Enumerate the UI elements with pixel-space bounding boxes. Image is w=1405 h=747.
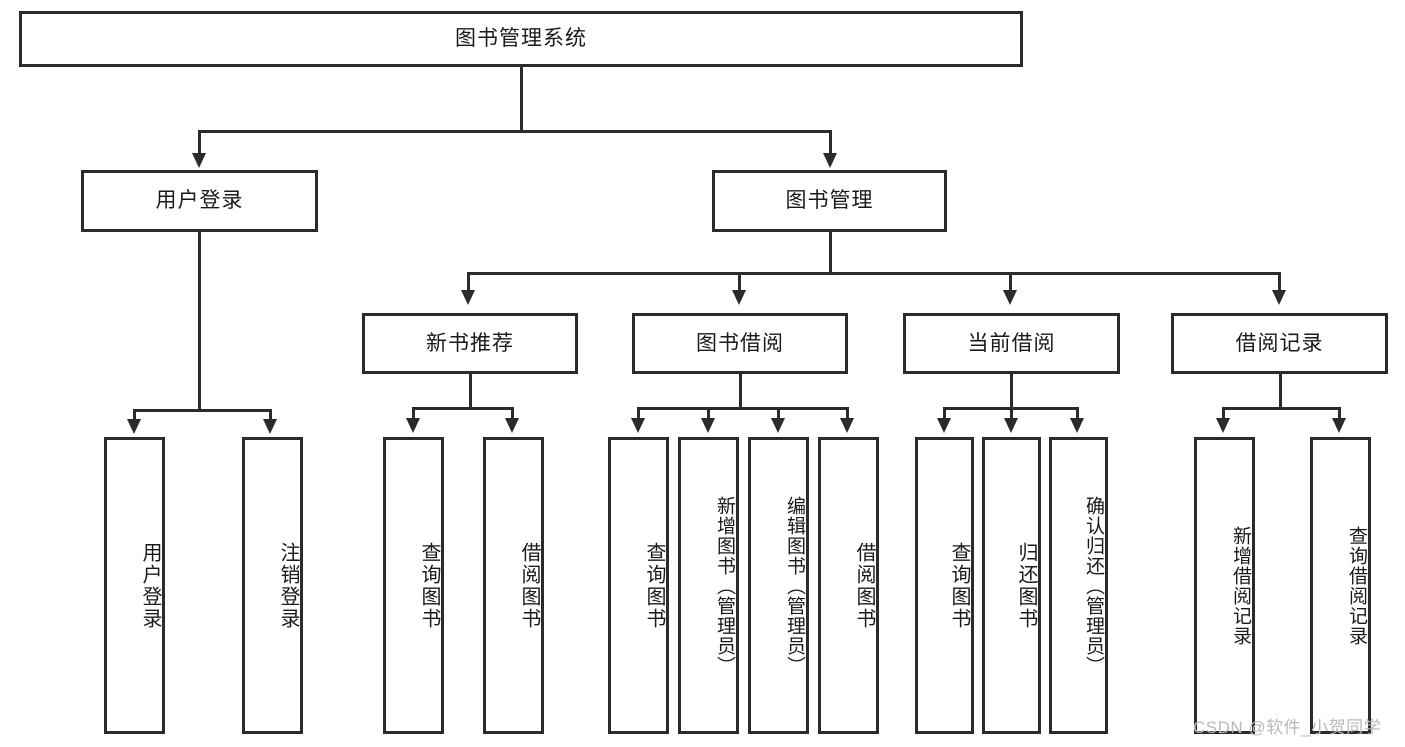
- arrow-borrow-l3: [771, 418, 785, 433]
- connector-new-book-l2: [511, 407, 514, 419]
- arrow-book-mgmt-c4: [1272, 290, 1286, 305]
- connector-root-to-user-login: [198, 130, 201, 158]
- leaf-return-book[interactable]: 归还图书: [982, 437, 1041, 734]
- connector-borrow-stem: [739, 374, 742, 410]
- leaf-user-login[interactable]: 用户登录: [104, 437, 165, 734]
- connector-new-book-bus: [412, 407, 514, 410]
- leaf-add-borrow-record[interactable]: 新增借阅记录: [1194, 437, 1255, 734]
- node-new-book-recommend[interactable]: 新书推荐: [362, 313, 578, 374]
- connector-root-to-book-mgmt: [829, 130, 832, 158]
- arrow-record-l2: [1332, 418, 1346, 433]
- connector-book-mgmt-c1: [467, 272, 470, 292]
- leaf-query-book-current[interactable]: 查询图书: [915, 437, 974, 734]
- connector-user-login-stem: [198, 232, 201, 412]
- connector-borrow-l3: [777, 407, 780, 419]
- leaf-edit-book-admin[interactable]: 编辑图书（管理员）: [748, 437, 809, 734]
- node-borrow-record[interactable]: 借阅记录: [1171, 313, 1388, 374]
- connector-root-stem: [520, 67, 523, 132]
- connector-current-l2: [1010, 407, 1013, 419]
- node-book-borrow[interactable]: 图书借阅: [632, 313, 848, 374]
- connector-user-login-l2: [269, 409, 272, 421]
- arrow-record-l1: [1216, 418, 1230, 433]
- arrow-current-l1: [937, 418, 951, 433]
- arrow-borrow-l1: [631, 418, 645, 433]
- connector-book-mgmt-stem: [829, 232, 832, 275]
- leaf-add-book-admin[interactable]: 新增图书（管理员）: [678, 437, 739, 734]
- node-root[interactable]: 图书管理系统: [19, 11, 1023, 67]
- arrow-new-book-l1: [406, 418, 420, 433]
- arrow-user-login-l2: [263, 419, 277, 434]
- connector-user-login-l1: [133, 409, 136, 421]
- connector-record-l2: [1338, 407, 1341, 419]
- connector-new-book-l1: [412, 407, 415, 419]
- arrow-book-mgmt-c1: [461, 290, 475, 305]
- connector-record-bus: [1222, 407, 1341, 410]
- leaf-user-logout[interactable]: 注销登录: [242, 437, 303, 734]
- connector-borrow-l4: [846, 407, 849, 419]
- arrow-current-l2: [1004, 418, 1018, 433]
- connector-record-stem: [1279, 374, 1282, 410]
- connector-record-l1: [1222, 407, 1225, 419]
- leaf-query-book-borrow[interactable]: 查询图书: [608, 437, 669, 734]
- connector-book-mgmt-bus: [467, 272, 1281, 275]
- connector-borrow-l2: [707, 407, 710, 419]
- arrow-book-mgmt-c2: [732, 290, 746, 305]
- arrow-root-to-book-mgmt: [823, 153, 837, 168]
- leaf-borrow-book[interactable]: 借阅图书: [818, 437, 879, 734]
- connector-root-bus: [198, 130, 832, 133]
- node-book-management[interactable]: 图书管理: [712, 170, 947, 232]
- connector-current-stem: [1010, 374, 1013, 410]
- leaf-query-borrow-record[interactable]: 查询借阅记录: [1310, 437, 1371, 734]
- leaf-query-book-recommend[interactable]: 查询图书: [383, 437, 444, 734]
- node-user-login[interactable]: 用户登录: [81, 170, 318, 232]
- leaf-confirm-return-admin[interactable]: 确认归还（管理员）: [1049, 437, 1108, 734]
- connector-book-mgmt-c3: [1009, 272, 1012, 292]
- arrow-root-to-user-login: [192, 153, 206, 168]
- arrow-user-login-l1: [127, 419, 141, 434]
- connector-borrow-l1: [637, 407, 640, 419]
- arrow-borrow-l2: [701, 418, 715, 433]
- connector-book-mgmt-c2: [738, 272, 741, 292]
- connector-new-book-stem: [469, 374, 472, 410]
- connector-book-mgmt-c4: [1278, 272, 1281, 292]
- connector-current-l3: [1076, 407, 1079, 419]
- connector-borrow-bus: [637, 407, 849, 410]
- arrow-new-book-l2: [505, 418, 519, 433]
- arrow-book-mgmt-c3: [1003, 290, 1017, 305]
- arrow-current-l3: [1070, 418, 1084, 433]
- arrow-borrow-l4: [840, 418, 854, 433]
- node-current-borrow[interactable]: 当前借阅: [903, 313, 1120, 374]
- csdn-watermark: CSDN @软件_小贺同学: [1193, 718, 1382, 737]
- connector-current-l1: [943, 407, 946, 419]
- leaf-borrow-book-recommend[interactable]: 借阅图书: [483, 437, 544, 734]
- connector-user-login-bus: [133, 409, 272, 412]
